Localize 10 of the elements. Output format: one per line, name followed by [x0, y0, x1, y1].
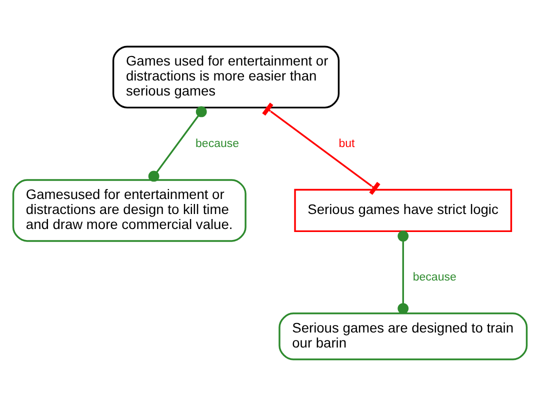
node-box: Gamesused for entertainment or distractions are design to kill time and draw more commercial value. [12, 178, 246, 242]
edge-label: because [196, 138, 240, 150]
connector [148, 106, 207, 182]
connector [398, 230, 409, 314]
edge-label: because [412, 271, 456, 284]
node-box: Games used for entertainment or distractions is more easier than serious games [112, 45, 340, 108]
node-box: Serious games have strict logic [294, 188, 512, 232]
edge-label: but [338, 138, 355, 150]
connector [262, 102, 380, 194]
node-box: Serious games are designed to train our barin [278, 312, 528, 360]
